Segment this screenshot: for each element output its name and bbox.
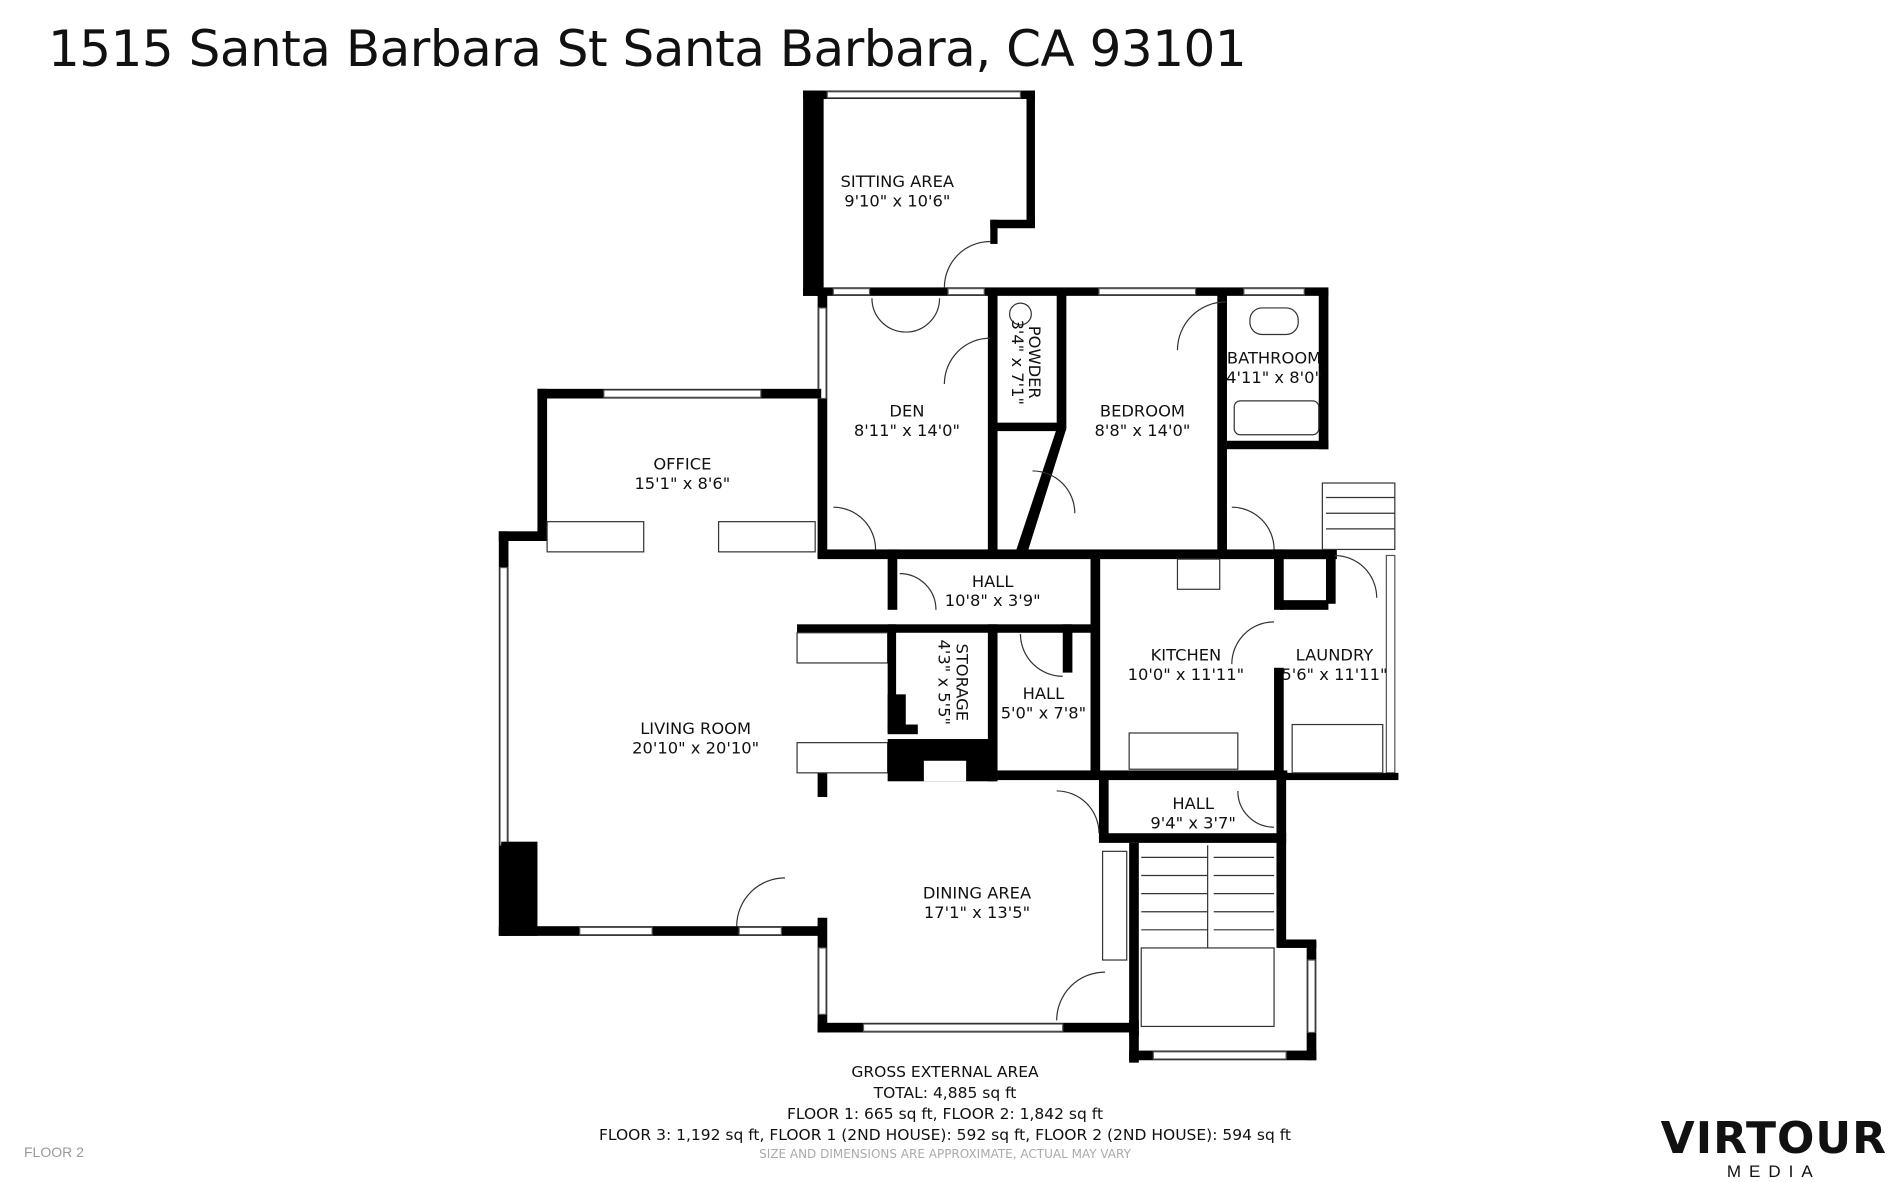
room-kitchen-name: KITCHEN bbox=[1151, 646, 1222, 665]
room-hall-1-dims: 10'8" x 3'9" bbox=[945, 591, 1041, 610]
room-hall-3-name: HALL bbox=[1172, 794, 1214, 813]
room-bathroom-name: BATHROOM bbox=[1227, 348, 1321, 367]
room-powder-dims: 3'4" x 7'1" bbox=[1008, 320, 1027, 405]
area-total: TOTAL: 4,885 sq ft bbox=[873, 1084, 1017, 1102]
room-office-name: OFFICE bbox=[653, 455, 711, 474]
room-dining-area-dims: 17'1" x 13'5" bbox=[924, 903, 1030, 922]
room-storage-dims: 4'3" x 5'5" bbox=[934, 640, 953, 725]
room-storage-name: STORAGE bbox=[952, 643, 971, 721]
area-disclaimer: SIZE AND DIMENSIONS ARE APPROXIMATE, ACT… bbox=[759, 1147, 1131, 1161]
room-den-name: DEN bbox=[889, 402, 924, 421]
room-laundry-name: LAUNDRY bbox=[1296, 646, 1374, 665]
room-hall-3-dims: 9'4" x 3'7" bbox=[1150, 813, 1235, 832]
logo-main: VIRTOUR bbox=[1660, 1113, 1887, 1164]
page-title: 1515 Santa Barbara St Santa Barbara, CA … bbox=[48, 20, 1247, 78]
area-heading: GROSS EXTERNAL AREA bbox=[851, 1063, 1039, 1081]
room-dining-area-name: DINING AREA bbox=[923, 883, 1032, 902]
room-hall-2-dims: 5'0" x 7'8" bbox=[1001, 704, 1086, 723]
room-laundry-dims: 5'6" x 11'11" bbox=[1281, 665, 1387, 684]
room-hall-1-name: HALL bbox=[972, 572, 1014, 591]
room-living-room-name: LIVING ROOM bbox=[640, 719, 751, 738]
virtour-logo: VIRTOUR MEDIA bbox=[1661, 1116, 1887, 1182]
room-sitting-area-dims: 9'10" x 10'6" bbox=[844, 191, 950, 210]
area-line-1: FLOOR 1: 665 sq ft, FLOOR 2: 1,842 sq ft bbox=[786, 1105, 1104, 1123]
area-line-2: FLOOR 3: 1,192 sq ft, FLOOR 1 (2ND HOUSE… bbox=[598, 1126, 1291, 1144]
room-labels: SITTING AREA 9'10" x 10'6" DEN 8'11" x 1… bbox=[632, 172, 1387, 922]
room-sitting-area-name: SITTING AREA bbox=[841, 172, 955, 191]
room-office-dims: 15'1" x 8'6" bbox=[634, 474, 730, 493]
room-bathroom-dims: 4'11" x 8'0" bbox=[1226, 368, 1322, 387]
room-bedroom-name: BEDROOM bbox=[1100, 402, 1185, 421]
logo-sub: MEDIA bbox=[1726, 1162, 1821, 1181]
room-den-dims: 8'11" x 14'0" bbox=[854, 421, 960, 440]
room-hall-2-name: HALL bbox=[1023, 684, 1065, 703]
room-kitchen-dims: 10'0" x 11'11" bbox=[1128, 665, 1245, 684]
walls bbox=[498, 90, 1399, 1063]
room-powder-name: POWDER bbox=[1025, 326, 1044, 399]
doors bbox=[736, 240, 1378, 1021]
floor-label: FLOOR 2 bbox=[24, 1144, 84, 1160]
area-summary: GROSS EXTERNAL AREA TOTAL: 4,885 sq ft F… bbox=[0, 1062, 1890, 1162]
room-living-room-dims: 20'10" x 20'10" bbox=[632, 739, 759, 758]
room-bedroom-dims: 8'8" x 14'0" bbox=[1095, 421, 1191, 440]
